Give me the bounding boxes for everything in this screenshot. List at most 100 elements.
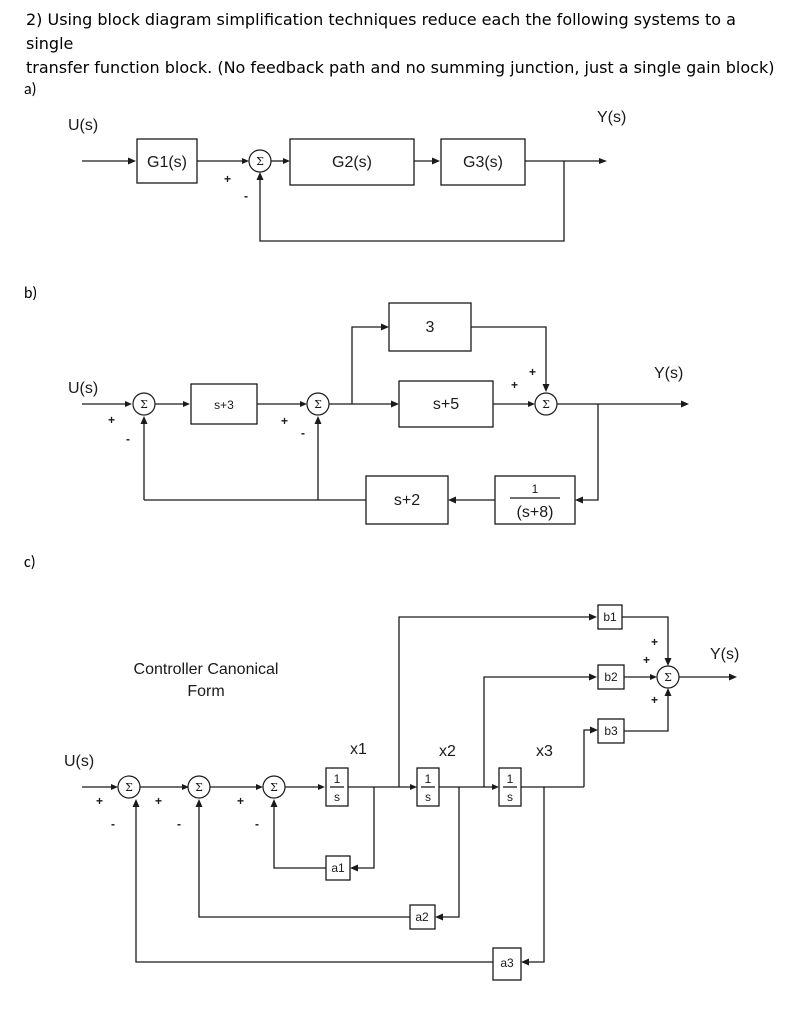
- part-a-block-g3-label: G3(s): [463, 154, 503, 171]
- part-c-gain-a1-label: a1: [331, 861, 345, 875]
- part-c-tap-to-b2: [483, 676, 590, 787]
- arrowhead: [435, 913, 443, 921]
- part-b-block-s-plus-3-label: s+3: [214, 398, 234, 412]
- arrowhead: [132, 799, 140, 807]
- part-b-sum-3-plus-top: +: [529, 365, 536, 379]
- part-b-3-to-sum3: [471, 326, 547, 386]
- sum-symbol: Σ: [542, 398, 550, 411]
- part-c-title-line-2: Form: [187, 683, 224, 700]
- part-c-a1-to-sum3: [273, 805, 326, 869]
- part-a-diagram: a) U(s) Y(s) G1(s) Σ + - G2(s) G3(s): [24, 80, 626, 242]
- part-c-gain-b3-label: b3: [604, 724, 618, 738]
- part-a-input-label: U(s): [68, 117, 98, 134]
- sum-symbol: Σ: [664, 671, 672, 684]
- arrowhead: [432, 157, 440, 165]
- arrowhead: [314, 416, 322, 424]
- arrowhead: [590, 726, 598, 734]
- arrowhead: [183, 401, 190, 407]
- part-c-sum-1-minus: -: [111, 817, 115, 831]
- part-c-integrator-3-den: s: [507, 790, 513, 804]
- part-a-plus-sign: +: [224, 172, 231, 186]
- part-b-feedback-drop: [581, 404, 599, 501]
- arrowhead: [492, 784, 499, 790]
- part-b-output-label: Y(s): [654, 365, 683, 382]
- arrowhead: [256, 172, 264, 180]
- part-b-input-label: U(s): [68, 380, 98, 397]
- arrowhead: [182, 784, 189, 790]
- arrowhead: [575, 496, 583, 504]
- part-c-output-sum-plus-top: +: [651, 635, 658, 649]
- part-b-block-1-over-s-plus-8: [494, 475, 576, 525]
- sum-symbol: Σ: [314, 398, 322, 411]
- sum-symbol: Σ: [256, 155, 264, 168]
- part-c-output-label: Y(s): [710, 646, 739, 663]
- part-b-branch-to-3: [351, 326, 382, 404]
- part-c-tap-to-b1: [398, 616, 590, 787]
- part-a-block-g2: [289, 138, 415, 186]
- part-a-block-g3: [440, 138, 526, 186]
- part-c-x1-to-a1: [356, 787, 375, 869]
- part-b-sum-1-minus: -: [126, 432, 130, 446]
- sum-symbol: Σ: [195, 781, 203, 794]
- part-c-gain-a1: [325, 855, 351, 881]
- arrowhead: [664, 658, 672, 666]
- part-c-sum-3-minus: -: [255, 817, 259, 831]
- part-c-b1-to-sum: [622, 616, 669, 660]
- part-b-block-s-plus-5: [398, 380, 494, 428]
- arrowhead: [729, 673, 737, 681]
- sum-symbol: Σ: [125, 781, 133, 794]
- part-c-sum-2-minus: -: [177, 817, 181, 831]
- part-c-title-line-1: Controller Canonical: [134, 661, 279, 678]
- part-a-block-g2-label: G2(s): [332, 154, 372, 171]
- part-c-label: c): [24, 553, 36, 572]
- part-b-label: b): [24, 284, 37, 303]
- part-c-sum-2-plus: +: [155, 794, 162, 808]
- part-c-a2-to-sum2: [198, 805, 410, 918]
- sum-symbol: Σ: [270, 781, 278, 794]
- part-a-block-g1-label: G1(s): [147, 154, 187, 171]
- part-b-block-1-over-s-plus-8-den: (s+8): [517, 504, 554, 521]
- part-a-block-g1: [136, 138, 198, 184]
- part-c-gain-a2-label: a2: [415, 910, 429, 924]
- arrowhead: [318, 784, 325, 790]
- part-c-gain-b2-label: b2: [604, 670, 618, 684]
- arrowhead: [381, 323, 389, 331]
- part-b-sum-1-plus: +: [108, 413, 115, 427]
- part-c-tap-to-b3: [583, 729, 591, 787]
- arrowhead: [410, 784, 417, 790]
- arrowhead: [681, 400, 689, 408]
- part-c-integrator-3-num: 1: [507, 772, 514, 786]
- arrowhead: [448, 496, 456, 504]
- part-c-sum-1-plus: +: [96, 794, 103, 808]
- part-c-output-sum-plus-left: +: [643, 653, 650, 667]
- part-c-gain-a3-label: a3: [500, 956, 514, 970]
- part-a-output-label: Y(s): [597, 109, 626, 126]
- part-c-integrator-2-num: 1: [425, 772, 432, 786]
- part-b-block-s-plus-5-label: s+5: [433, 396, 459, 413]
- part-b-sum-3-plus-left: +: [511, 378, 518, 392]
- part-c-input-label: U(s): [64, 753, 94, 770]
- part-c-state-x3: x3: [536, 743, 553, 760]
- arrowhead: [300, 401, 307, 407]
- problem-statement: 2) Using block diagram simplification te…: [26, 8, 776, 80]
- arrowhead: [664, 688, 672, 696]
- problem-statement-line-2: transfer function block. (No feedback pa…: [26, 58, 775, 77]
- part-c-integrator-2-den: s: [425, 790, 431, 804]
- part-c-state-x2: x2: [439, 743, 456, 760]
- part-c-sum-3-plus: +: [237, 794, 244, 808]
- part-c-x3-to-a3: [527, 787, 545, 963]
- arrowhead: [242, 158, 249, 164]
- part-c-gain-a3: [492, 947, 522, 981]
- part-b-block-s-plus-3: [190, 383, 258, 425]
- part-b-block-3-label: 3: [426, 319, 435, 336]
- arrowhead: [195, 799, 203, 807]
- part-c-state-x1: x1: [350, 741, 367, 758]
- part-a-feedback-path: [259, 161, 565, 242]
- arrowhead: [542, 384, 550, 392]
- problem-statement-line-1: 2) Using block diagram simplification te…: [26, 10, 736, 53]
- part-a-label: a): [24, 80, 37, 99]
- part-c-integrator-1-num: 1: [334, 772, 341, 786]
- arrowhead: [599, 158, 607, 164]
- part-b-sum-2-minus: -: [301, 426, 305, 440]
